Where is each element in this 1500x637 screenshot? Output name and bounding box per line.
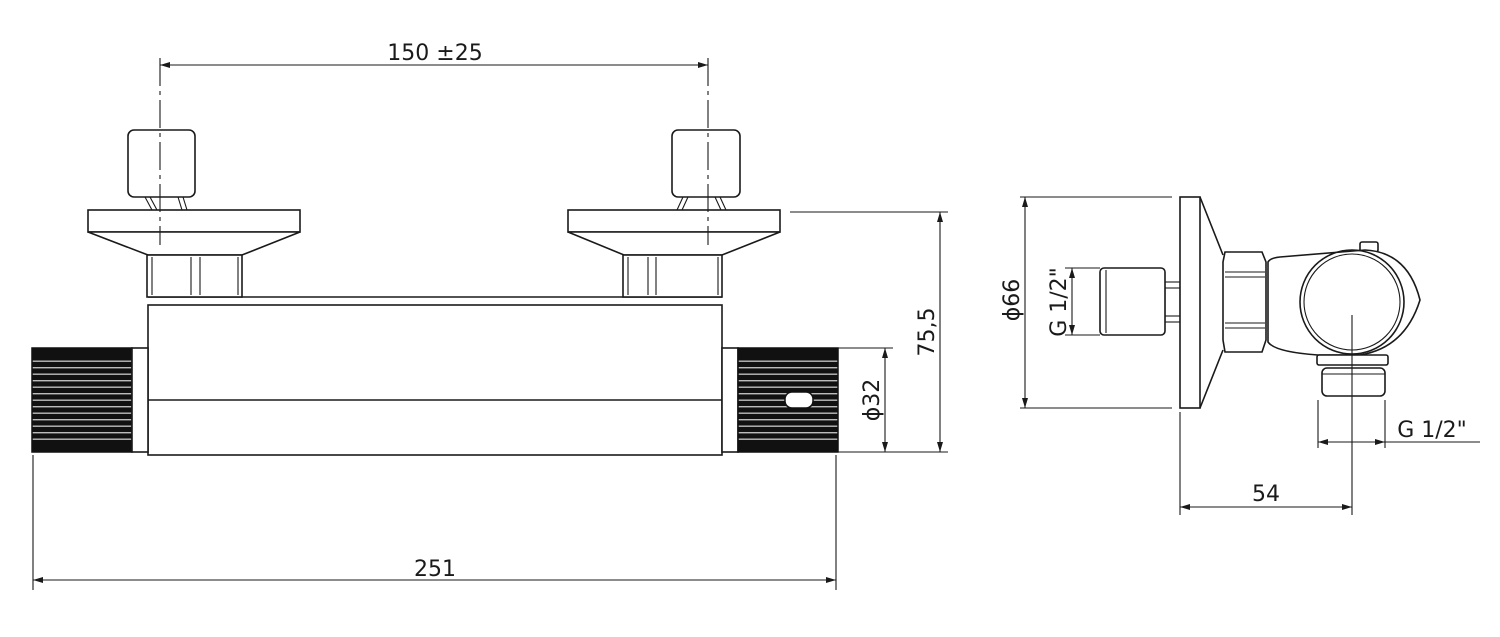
dim-label: 54 bbox=[1252, 482, 1280, 507]
left-inlet-connector bbox=[87, 129, 301, 298]
wall-plate bbox=[1179, 196, 1224, 409]
side-view: ϕ66 G 1/2" G 1/2" 54 bbox=[1000, 196, 1480, 515]
dimension-overall-length: 251 bbox=[32, 455, 837, 590]
right-knurled-handle bbox=[721, 347, 839, 453]
dimension-body-diameter: ϕ32 bbox=[838, 347, 893, 452]
inlet-pipe bbox=[1099, 267, 1181, 336]
dim-label: ϕ32 bbox=[860, 379, 885, 422]
front-view: 150 ±25 251 75,5 ϕ32 bbox=[31, 41, 948, 590]
dimension-outlet-thread: G 1/2" bbox=[1317, 400, 1480, 448]
dim-label: 150 ±25 bbox=[387, 41, 482, 66]
dim-label: 75,5 bbox=[915, 308, 940, 357]
dim-label: 251 bbox=[414, 557, 456, 582]
dim-label: ϕ66 bbox=[1000, 279, 1025, 322]
hex-nut bbox=[1222, 251, 1267, 353]
left-knurled-handle bbox=[31, 347, 149, 453]
dim-label: G 1/2" bbox=[1047, 267, 1072, 337]
dimension-height: 75,5 bbox=[790, 211, 948, 453]
right-inlet-connector bbox=[567, 129, 781, 298]
mixer-body bbox=[147, 296, 723, 456]
dimension-inlet-thread: G 1/2" bbox=[1047, 267, 1100, 337]
dimension-projection: 54 bbox=[1179, 315, 1353, 515]
dimension-plate-diameter: ϕ66 bbox=[1000, 196, 1172, 409]
dimension-center-distance: 150 ±25 bbox=[160, 41, 708, 68]
dim-label: G 1/2" bbox=[1397, 418, 1467, 443]
thermostat-body bbox=[1267, 241, 1421, 397]
